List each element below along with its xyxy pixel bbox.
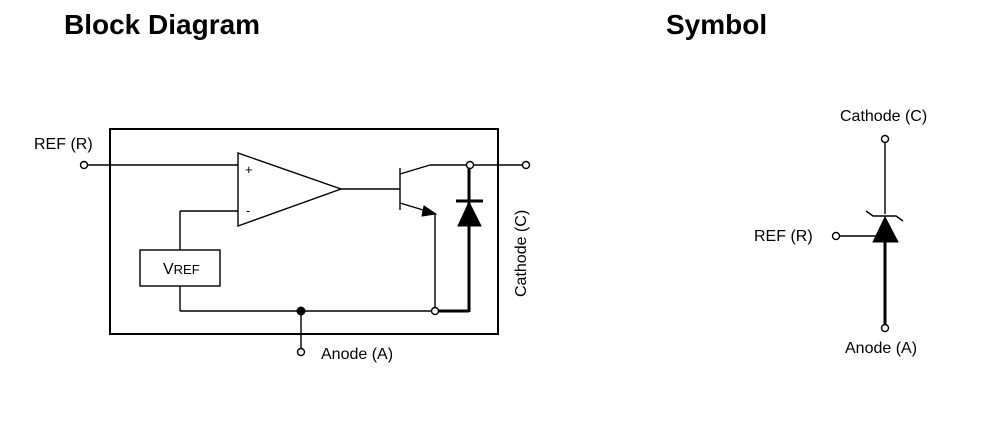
vref-label-main: V bbox=[163, 261, 174, 278]
vref-label: VREF bbox=[163, 261, 200, 278]
symbol-diagram: Symbol Cathode (C) REF (R) Anode (A) bbox=[666, 9, 927, 357]
symbol-diode-triangle-icon bbox=[872, 215, 899, 243]
transistor-collector bbox=[399, 164, 431, 175]
block-diagram-title: Block Diagram bbox=[64, 9, 260, 40]
anode-pin-label: Anode (A) bbox=[321, 346, 393, 363]
cathode-junction-node bbox=[465, 160, 475, 170]
symbol-cathode-bar bbox=[865, 210, 904, 222]
symbol-ref-terminal[interactable] bbox=[831, 231, 841, 241]
cathode-pin-label: Cathode (C) bbox=[513, 210, 530, 297]
ref-pin-terminal[interactable] bbox=[79, 160, 89, 170]
package-outline bbox=[109, 128, 499, 335]
cathode-pin-terminal[interactable] bbox=[521, 160, 531, 170]
diode-triangle-icon bbox=[457, 200, 482, 227]
transistor-emitter-arrow-icon bbox=[421, 205, 438, 217]
emitter-junction-node bbox=[430, 306, 440, 316]
op-amp-minus-sign: - bbox=[246, 203, 250, 218]
symbol-cathode-terminal[interactable] bbox=[880, 134, 890, 144]
symbol-title: Symbol bbox=[666, 9, 767, 40]
op-amp-plus-sign: + bbox=[245, 162, 253, 177]
anode-pin-terminal[interactable] bbox=[296, 347, 306, 357]
symbol-anode-terminal[interactable] bbox=[880, 323, 890, 333]
symbol-ref-label: REF (R) bbox=[754, 228, 813, 245]
symbol-cathode-label: Cathode (C) bbox=[840, 108, 927, 125]
op-amp bbox=[237, 152, 344, 227]
vref-label-sub: REF bbox=[174, 262, 200, 277]
symbol-anode-label: Anode (A) bbox=[845, 340, 917, 357]
block-diagram: Block Diagram REF (R) + - VR bbox=[34, 9, 531, 363]
ref-pin-label: REF (R) bbox=[34, 136, 93, 153]
